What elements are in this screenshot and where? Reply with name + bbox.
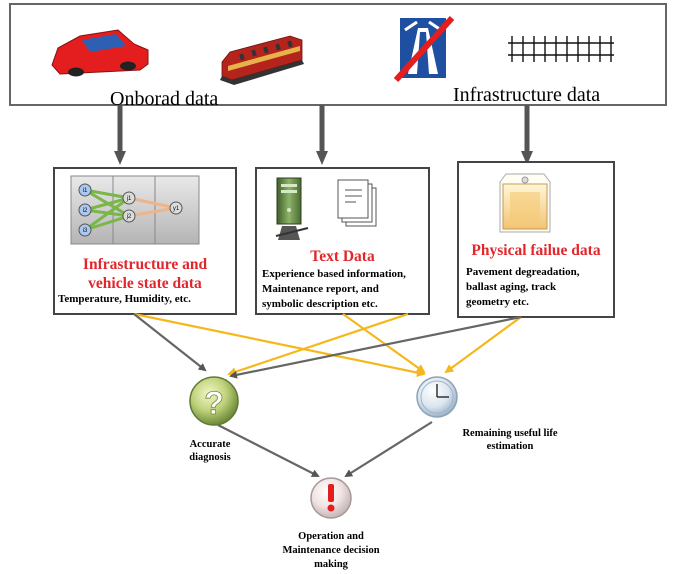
onboard-data-label: Onborad data [110,88,219,110]
documents-icon [337,179,377,227]
rul-label-line1: Remaining useful life [462,428,558,439]
car-icon [51,29,149,77]
diagnosis-label-line2: diagnosis [189,452,231,463]
nn-hidden-2-label: j2 [126,214,132,220]
physical-data-desc-line2: ballast aging, track [466,281,557,293]
gray-arrows [133,313,522,478]
source-arrows [114,105,533,165]
svg-text:?: ? [204,385,224,421]
nn-input-2-label: i2 [83,208,88,214]
train-icon [220,35,304,85]
infra-vehicle-title-line2: vehicle state data [88,275,202,292]
text-data-desc-line2: Maintenance report, and [262,283,379,295]
failure-sample-icon [499,173,551,233]
text-data-title: Text Data [310,248,375,265]
nn-hidden-1-label: j1 [126,196,132,202]
physical-data-desc-line1: Pavement degreadation, [466,266,580,278]
infrastructure-data-label: Infrastructure data [453,84,601,106]
railway-track-icon [508,36,614,62]
diagnosis-label-line1: Accurate [189,439,231,450]
infra-vehicle-desc: Temperature, Humidity, etc. [58,293,191,305]
physical-data-title: Physical failue data [471,242,601,259]
infra-vehicle-title-line1: Infrastructure and [82,256,208,273]
text-data-desc-line3: symbolic description etc. [262,298,378,310]
diagnosis-icon: ? [189,376,239,426]
text-data-desc-line1: Experience based information, [262,268,406,280]
server-icon [275,177,309,240]
decision-label-line1: Operation and [298,531,364,542]
physical-data-desc-line3: geometry etc. [466,296,529,308]
highway-end-sign-icon [393,15,455,83]
clock-icon [416,376,458,418]
rul-label-line2: estimation [486,441,534,452]
neural-network-icon: i1 i2 i3 j1 j2 y1 [70,175,200,245]
nn-output-label: y1 [173,206,180,212]
alert-icon [310,477,352,519]
nn-input-3-label: i3 [83,228,88,234]
gold-arrows [133,312,522,377]
decision-label-line3: making [314,559,348,570]
nn-input-1-label: i1 [83,188,88,194]
decision-label-line2: Maintenance decision [282,545,380,556]
